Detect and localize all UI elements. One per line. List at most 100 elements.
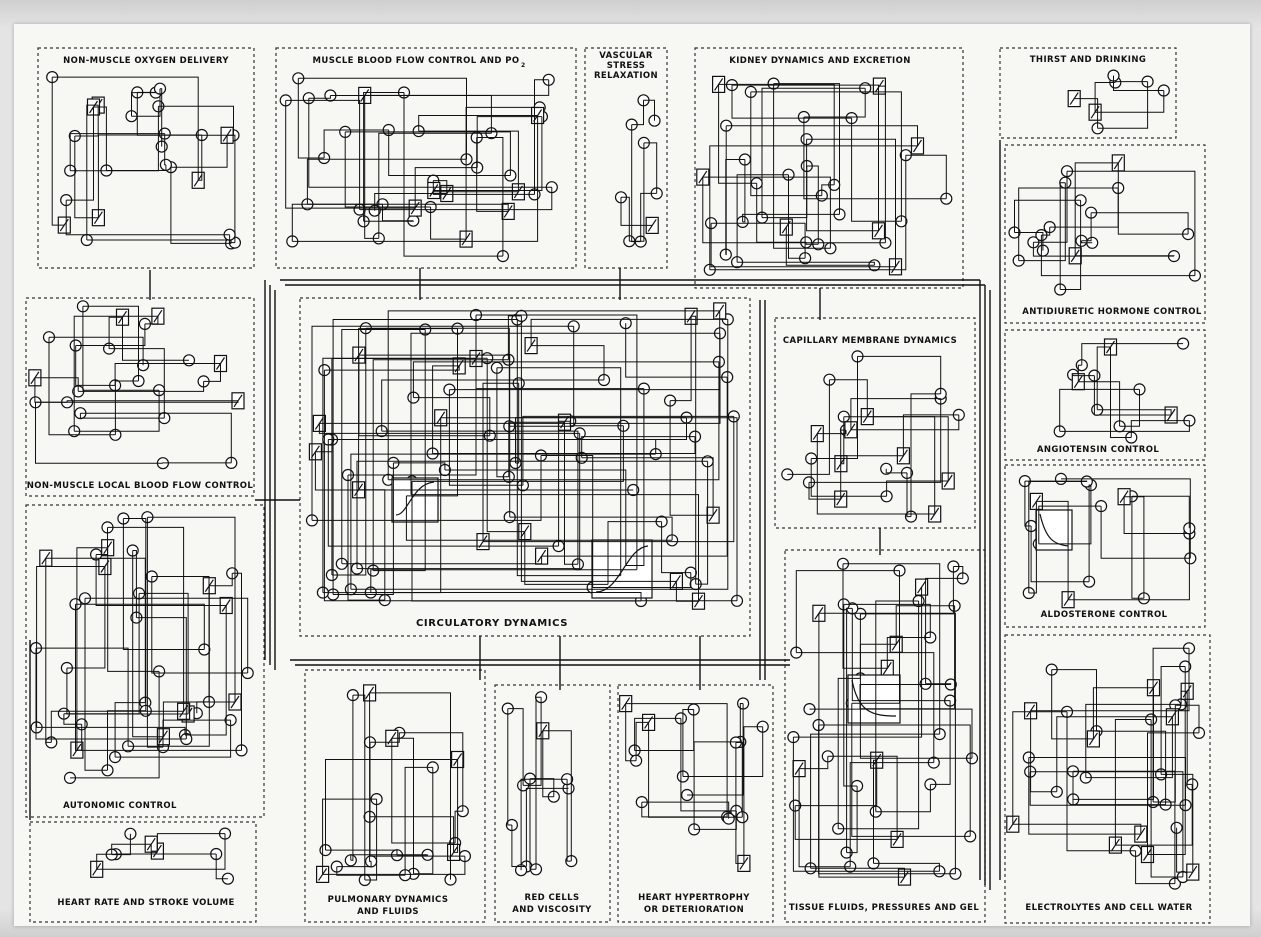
signal-wire bbox=[907, 473, 911, 517]
label-capillary: CAPILLARY MEMBRANE DYNAMICS bbox=[783, 336, 957, 346]
signal-wire bbox=[476, 359, 644, 389]
label-electrolytes: ELECTROLYTES AND CELL WATER bbox=[1025, 903, 1192, 913]
signal-wire bbox=[762, 88, 865, 217]
signal-wire bbox=[36, 402, 163, 463]
module-box-red-cells bbox=[495, 685, 610, 922]
signal-wire bbox=[565, 422, 578, 564]
signal-wire bbox=[1118, 163, 1188, 234]
signal-wire bbox=[541, 456, 593, 588]
signal-wire bbox=[626, 323, 728, 377]
signal-wire bbox=[841, 456, 904, 464]
signal-wire bbox=[139, 593, 188, 714]
signal-wire bbox=[710, 155, 906, 270]
label-non-muscle-oxygen: NON-MUSCLE OXYGEN DELIVERY bbox=[63, 56, 229, 66]
signal-wire bbox=[370, 693, 451, 880]
signal-wire bbox=[644, 143, 657, 194]
signal-wire bbox=[133, 551, 137, 618]
signal-wire bbox=[1029, 758, 1186, 806]
signal-wire bbox=[807, 166, 819, 244]
signal-wire bbox=[227, 135, 235, 242]
module-box-non-muscle-local bbox=[26, 298, 254, 496]
label-vascular-1: VASCULAR bbox=[599, 51, 653, 61]
signal-wire bbox=[687, 704, 743, 796]
signal-wire bbox=[508, 709, 523, 786]
signal-wire bbox=[342, 330, 425, 564]
signal-wire bbox=[858, 356, 941, 394]
signal-wire bbox=[351, 695, 353, 860]
signal-wire bbox=[1013, 712, 1067, 824]
signal-wire bbox=[373, 330, 425, 571]
signal-wire bbox=[819, 725, 971, 836]
signal-wire bbox=[1132, 496, 1144, 598]
signal-wire bbox=[530, 779, 536, 870]
signal-wire bbox=[719, 84, 835, 184]
signal-wire bbox=[819, 725, 956, 874]
signal-wire bbox=[392, 738, 455, 843]
signal-wire bbox=[635, 718, 681, 750]
signal-wire bbox=[1131, 421, 1189, 438]
label-circulatory: CIRCULATORY DYNAMICS bbox=[416, 618, 568, 629]
signal-wire bbox=[328, 440, 655, 455]
label-antidiuretic: ANTIDIURETIC HORMONE CONTROL bbox=[1022, 307, 1202, 317]
signal-wire bbox=[152, 577, 248, 674]
signal-wire bbox=[703, 177, 831, 248]
signal-wire bbox=[393, 463, 445, 470]
signal-wire bbox=[37, 567, 105, 728]
signal-wire bbox=[1132, 496, 1189, 528]
signal-wire bbox=[98, 135, 201, 218]
signal-wire bbox=[670, 316, 691, 400]
signal-wire bbox=[683, 727, 763, 777]
signal-wire bbox=[1095, 91, 1164, 113]
signal-wire bbox=[298, 78, 324, 158]
signal-wire bbox=[512, 825, 527, 867]
signal-wire bbox=[642, 802, 727, 817]
signal-wire bbox=[434, 117, 542, 191]
label-autonomic: AUTONOMIC CONTROL bbox=[63, 801, 177, 811]
signal-wire bbox=[85, 598, 108, 770]
signal-wire bbox=[811, 459, 886, 497]
signal-wire bbox=[1029, 758, 1141, 835]
signal-wire bbox=[152, 577, 209, 702]
signal-wire bbox=[508, 709, 512, 825]
signal-wire bbox=[621, 197, 629, 241]
signal-wire bbox=[744, 727, 763, 864]
label-tissue-fluids: TISSUE FLUIDS, PRESSURES AND GEL bbox=[789, 903, 980, 913]
label-red-cells-1: RED CELLS bbox=[525, 893, 580, 903]
signal-wire bbox=[353, 695, 365, 880]
signal-wire bbox=[811, 868, 905, 877]
label-red-cells-2: AND VISCOSITY bbox=[512, 905, 592, 915]
signal-wire bbox=[879, 86, 885, 243]
signal-wire bbox=[542, 377, 728, 556]
label-pulmonary-2: AND FLUIDS bbox=[357, 907, 419, 917]
signal-wire bbox=[926, 578, 963, 683]
signal-wire bbox=[1057, 717, 1173, 792]
signal-wire bbox=[286, 100, 416, 208]
signal-wire bbox=[1060, 183, 1065, 290]
signal-wire bbox=[852, 118, 902, 221]
signal-wire bbox=[844, 417, 948, 481]
signal-wire bbox=[1124, 497, 1189, 534]
signal-wire bbox=[46, 558, 52, 742]
signal-wire bbox=[1013, 824, 1141, 834]
signal-wire bbox=[710, 146, 918, 270]
signal-wire bbox=[531, 346, 604, 380]
signal-wire bbox=[74, 390, 159, 431]
signal-wire bbox=[906, 155, 947, 199]
function-graph-box bbox=[392, 478, 438, 522]
signal-wire bbox=[809, 399, 941, 483]
signal-wire bbox=[365, 80, 549, 96]
signal-wire bbox=[726, 160, 745, 255]
signal-wire bbox=[517, 320, 620, 576]
signal-wire bbox=[46, 558, 146, 702]
signal-wire bbox=[76, 604, 205, 649]
signal-wire bbox=[298, 78, 466, 159]
signal-wire bbox=[1031, 648, 1189, 711]
signal-wire bbox=[903, 415, 958, 456]
signal-wire bbox=[80, 413, 231, 463]
signal-wire bbox=[87, 240, 231, 243]
signal-wire bbox=[477, 138, 503, 257]
signal-wire bbox=[726, 126, 917, 146]
signal-wire bbox=[359, 490, 385, 600]
signal-wire bbox=[543, 731, 554, 797]
label-heart-hyper-1: HEART HYPERTROPHY bbox=[638, 893, 750, 903]
